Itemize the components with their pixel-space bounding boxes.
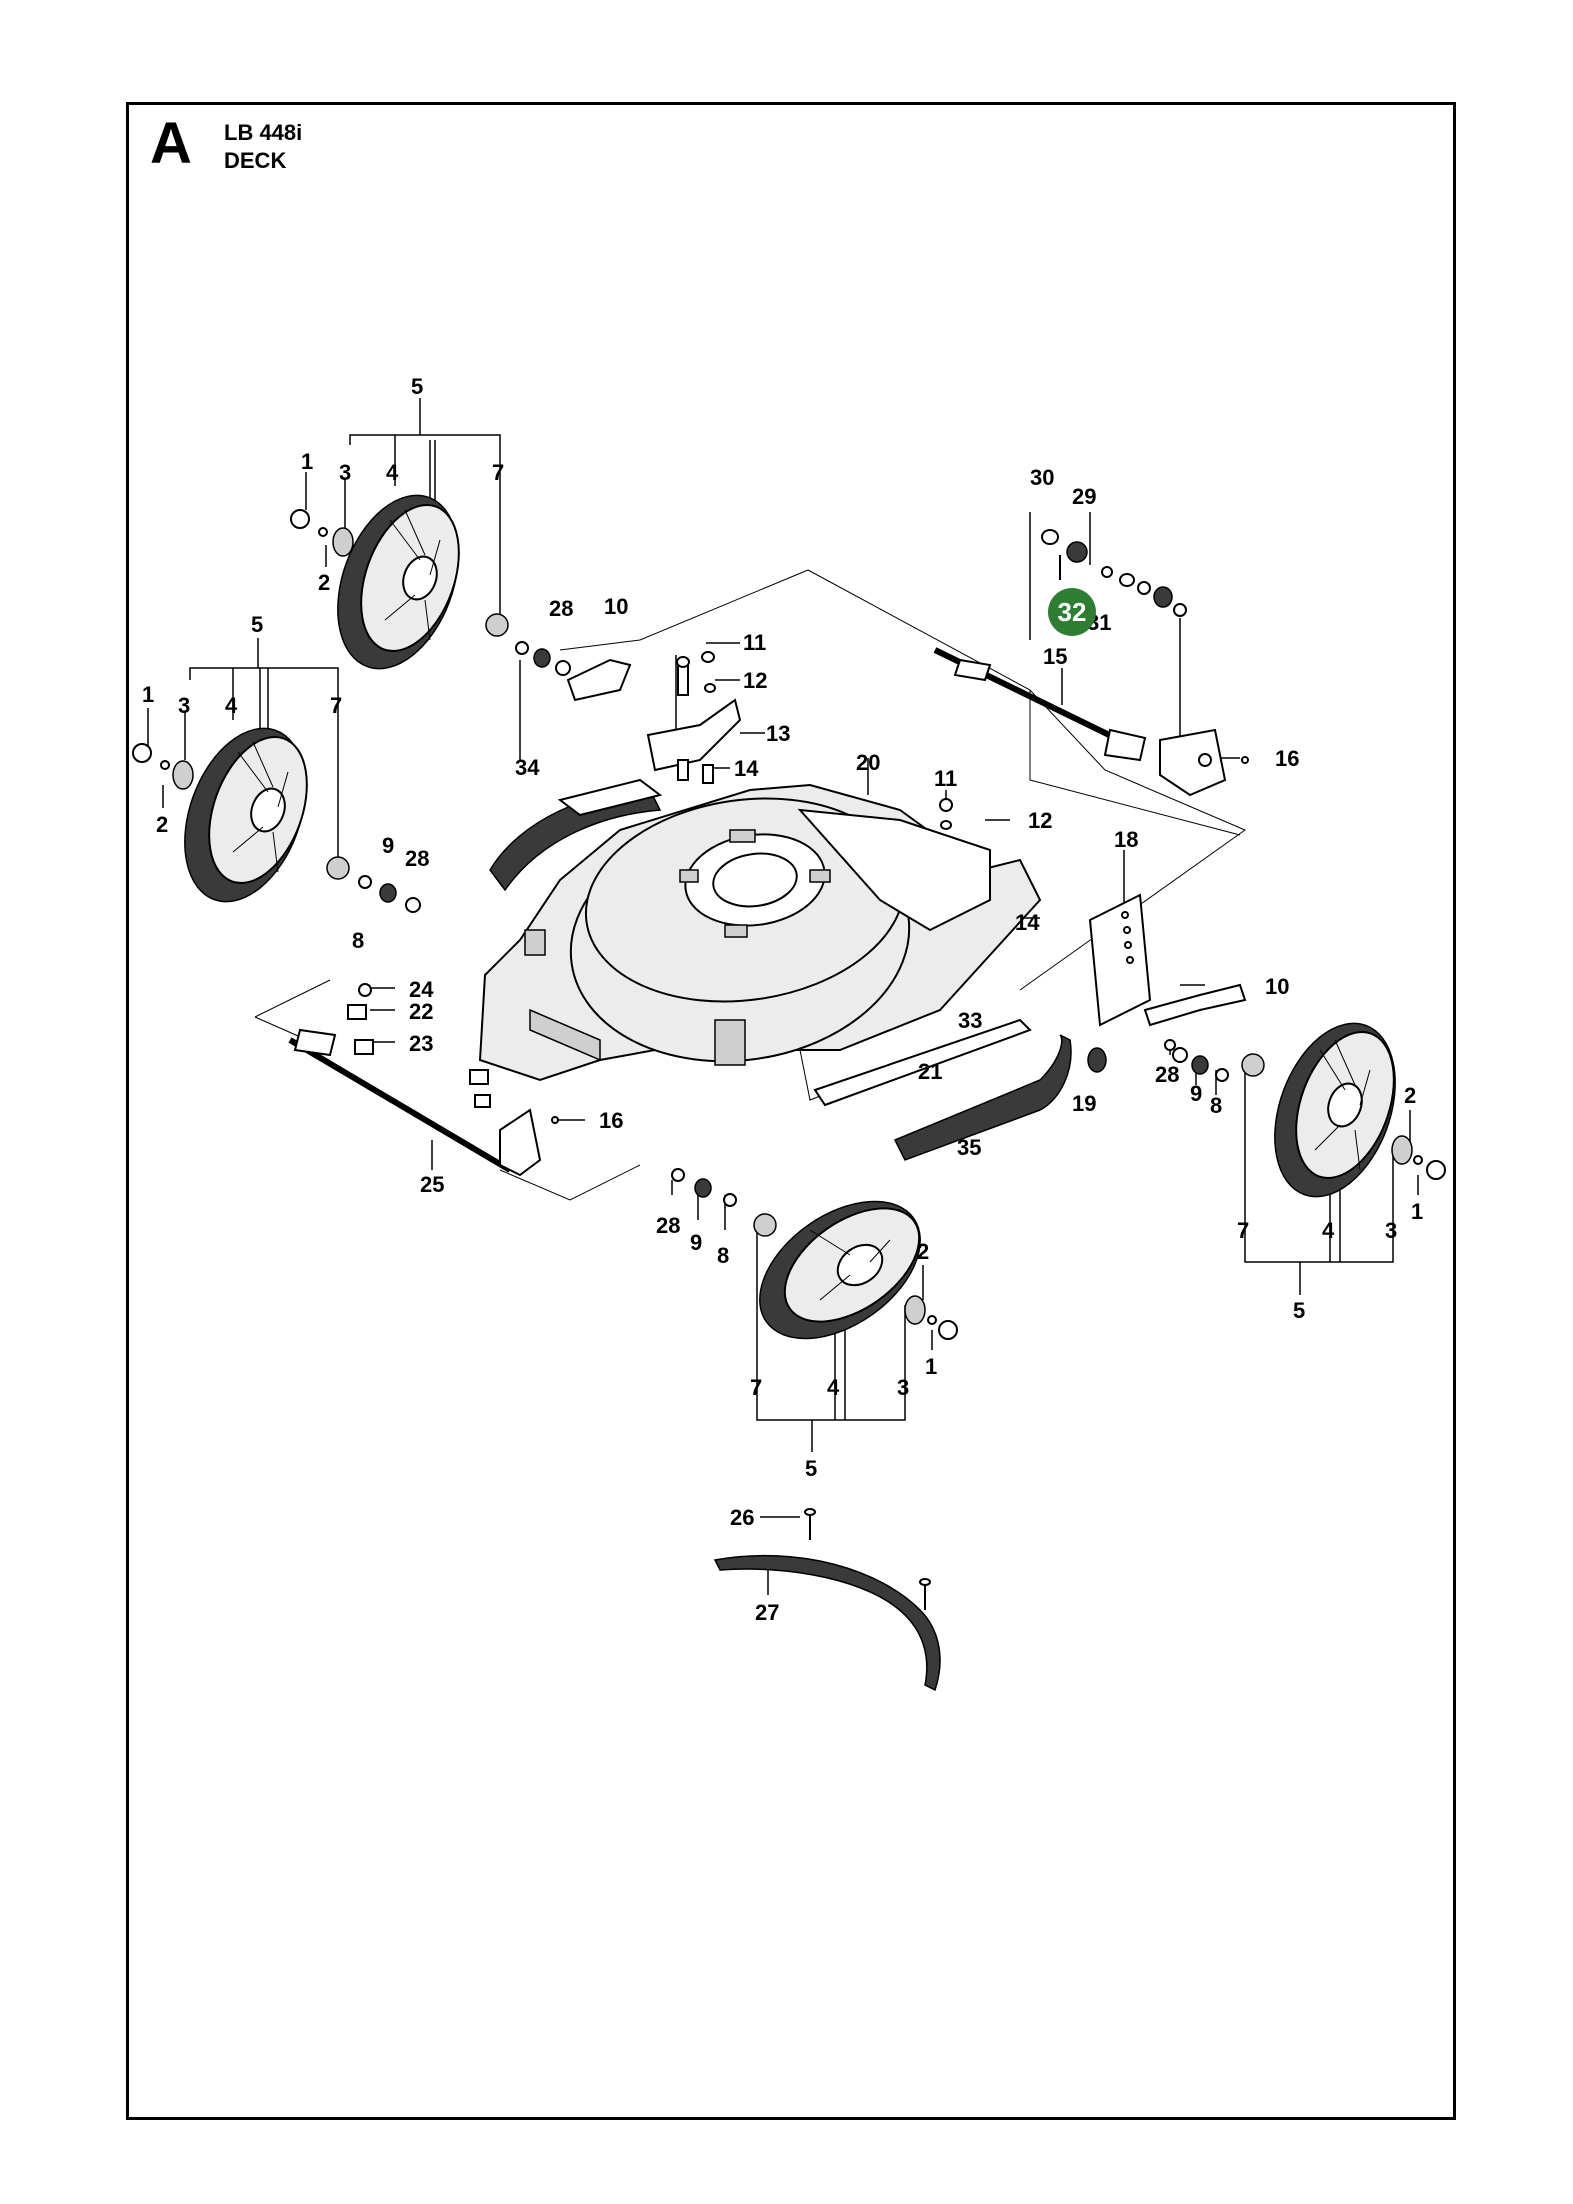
callout: 24 [409,977,434,1002]
callout: 2 [1404,1083,1416,1108]
callout: 18 [1114,827,1138,852]
callout: 7 [1237,1218,1249,1243]
callout: 8 [352,928,364,953]
callout: 7 [330,693,342,718]
highlight-label: 32 [1058,597,1087,627]
callout: 27 [755,1600,779,1625]
wheel-assembly-bottom [671,1168,958,1340]
callout: 15 [1043,644,1067,669]
model-name: LB 448i [224,120,303,145]
title-rule [126,102,354,105]
callout: 11 [934,766,957,791]
mower-deck [478,783,1042,1082]
callout: 5 [251,612,263,637]
callout: 4 [386,460,399,485]
callout: 28 [549,596,573,621]
callout: 14 [1015,910,1040,935]
callout: 8 [1210,1093,1222,1118]
callout: 28 [1155,1062,1179,1087]
front-axle-rod [288,983,559,1177]
callout: 2 [318,570,330,595]
callout: 35 [957,1135,981,1160]
callout: 9 [690,1230,702,1255]
callout: 19 [1072,1091,1096,1116]
highlighted-part-badge[interactable]: 32 [1048,588,1096,636]
callout: 8 [717,1243,729,1268]
callout: 13 [766,721,790,746]
height-adjust-rod [933,529,1249,797]
callout: 12 [1028,808,1052,833]
callout: 33 [958,1008,982,1033]
callout: 1 [301,449,313,474]
callout: 14 [734,756,759,781]
callout: 2 [917,1239,929,1264]
callout: 10 [1265,974,1289,999]
callout: 4 [225,693,238,718]
callout: 29 [1072,484,1096,509]
callout: 7 [492,460,504,485]
callout: 1 [142,682,154,707]
callout: 9 [1190,1081,1202,1106]
callout: 7 [750,1375,762,1400]
callout: 4 [1322,1218,1335,1243]
callout: 16 [599,1108,623,1133]
callout: 26 [730,1505,754,1530]
rear-scraper [713,1508,941,1692]
wheel-assembly-left [132,727,421,913]
diagram-frame [126,102,1456,2120]
callout: 21 [918,1059,942,1084]
rear-bracket [1088,893,1247,1027]
callout: 3 [1385,1218,1397,1243]
rear-guard [813,1018,1107,1161]
highlight-circle [1048,588,1096,636]
callout: 11 [743,630,766,655]
callout: 28 [656,1213,680,1238]
callout: 3 [897,1375,909,1400]
callout: 3 [339,460,351,485]
side-flap-left [489,778,663,892]
section-name: DECK [224,148,287,173]
callout: 2 [156,812,168,837]
callout: 25 [420,1172,444,1197]
section-letter: A [150,111,192,176]
wheel-assembly-right [1164,1022,1446,1198]
callout: 10 [604,594,628,619]
callout: 23 [409,1031,433,1056]
callout: 4 [827,1375,840,1400]
callout: 9 [382,833,394,858]
callout: 1 [925,1354,937,1379]
wheel-assembly-top-left [290,494,632,702]
callout: 5 [805,1456,817,1481]
callout: 16 [1275,746,1299,771]
callout: 1 [1411,1199,1423,1224]
callout: 5 [1293,1298,1305,1323]
callout: 34 [515,755,540,780]
callout: 3 [178,693,190,718]
callout: 20 [856,750,880,775]
height-adjust-bracket [646,651,742,784]
callout: 28 [405,846,429,871]
callout: 22 [409,999,433,1024]
callout: 12 [743,668,767,693]
callout: 30 [1030,465,1054,490]
callout: 5 [411,374,423,399]
